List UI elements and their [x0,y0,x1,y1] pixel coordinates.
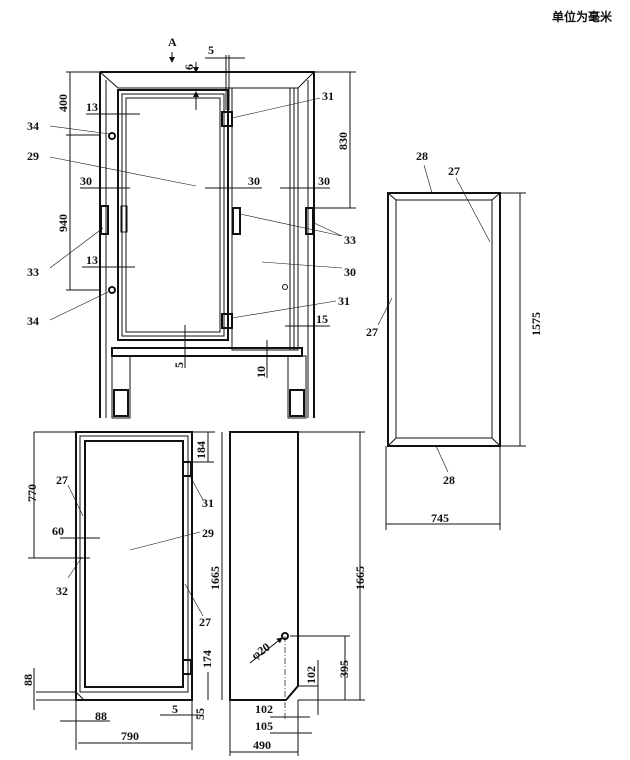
front-view: A 5 6 400 13 34 29 30 30 30 940 33 13 34… [27,35,356,419]
dim-13-top: 13 [86,100,98,114]
dim-6: 6 [182,64,196,70]
part-33-right: 33 [344,233,356,247]
dim-10: 10 [254,366,268,378]
dim-88-horizontal: 88 [95,709,107,723]
part-27-top: 27 [448,164,460,178]
part-31-top: 31 [322,89,334,103]
dim-1575: 1575 [529,312,543,336]
door-view: 770 27 184 31 29 60 32 1665 27 174 88 88… [21,431,223,750]
part-28-bottom: 28 [443,473,455,487]
dim-400: 400 [56,94,70,112]
dim-5-top: 5 [208,43,214,57]
dim-15: 15 [316,312,328,326]
dim-88-vertical: 88 [21,674,35,686]
side-view: 1665 φ20 395 102 102 105 490 [229,431,367,756]
hinge-bottom [221,313,233,329]
part-27-right: 27 [199,615,211,629]
door-hinge-bottom [182,659,192,675]
dim-105: 105 [255,719,273,733]
view-mark-a: A [168,35,177,49]
dim-102-vertical: 102 [304,666,318,684]
dim-30-right: 30 [318,174,330,188]
dim-770: 770 [25,484,39,502]
door-hinge-top [182,461,192,477]
part-29: 29 [27,149,39,163]
dim-1665-door: 1665 [208,566,222,590]
dim-5-bottom: 5 [172,362,186,368]
part-34-bottom: 34 [27,314,39,328]
hinge-top [221,111,233,127]
part-31: 31 [202,496,214,510]
dim-490: 490 [253,738,271,752]
lock-bottom [108,286,116,294]
dim-940: 940 [56,214,70,232]
dim-30-mid: 30 [248,174,260,188]
dim-30-left: 30 [80,174,92,188]
part-31-bottom: 31 [338,294,350,308]
dim-174: 174 [200,650,214,668]
dim-1665-side: 1665 [353,566,367,590]
dim-102-horizontal: 102 [255,702,273,716]
handle-left [100,205,109,235]
handle-mid [232,207,241,235]
dim-5: 5 [172,702,178,716]
part-27-left: 27 [56,473,68,487]
dim-745: 745 [431,511,449,525]
part-27-left: 27 [366,325,378,339]
part-30: 30 [344,265,356,279]
part-29: 29 [202,526,214,540]
panel-view: 28 27 27 1575 28 745 [366,149,543,530]
dim-830: 830 [336,132,350,150]
lock-top [108,132,116,140]
dim-395: 395 [337,660,351,678]
part-32: 32 [56,584,68,598]
part-33-left: 33 [27,265,39,279]
dim-phi20: φ20 [249,640,273,663]
handle-right [305,207,314,235]
dim-184: 184 [194,441,208,459]
dim-790: 790 [121,729,139,743]
part-34-top: 34 [27,119,39,133]
dim-55: 55 [193,708,207,720]
unit-note: 单位为毫米 [551,10,612,24]
part-28-top: 28 [416,149,428,163]
dim-13-bottom: 13 [86,253,98,267]
dim-60: 60 [52,524,64,538]
